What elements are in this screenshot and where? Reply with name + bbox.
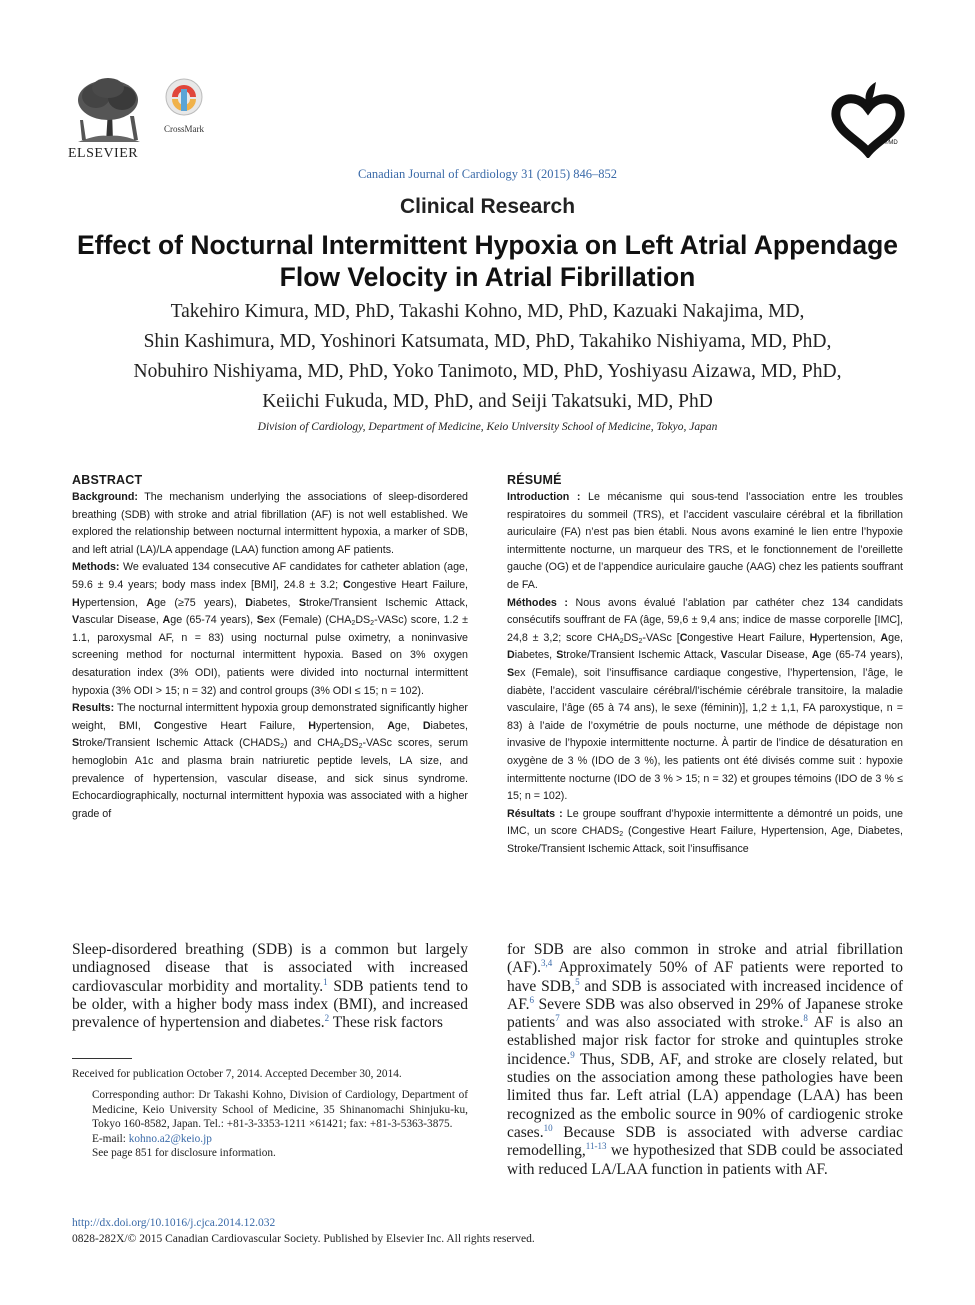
reference-link[interactable]: 8	[803, 1013, 808, 1024]
reference-link[interactable]: 7	[555, 1013, 560, 1024]
copyright-line: 0828-282X/© 2015 Canadian Cardiovascular…	[72, 1233, 535, 1245]
reference-link[interactable]: 1	[323, 976, 328, 987]
crossmark-logo[interactable]: CrossMark	[162, 77, 206, 134]
abstract-heading: ABSTRACT	[72, 473, 143, 487]
reference-link[interactable]: 6	[529, 994, 534, 1005]
corresponding-author-note: Corresponding author: Dr Takashi Kohno, …	[92, 1089, 468, 1131]
author-list: Takehiro Kimura, MD, PhD, Takashi Kohno,…	[60, 297, 915, 417]
reference-link[interactable]: 11-13	[585, 1141, 607, 1152]
email-link[interactable]: kohno.a2@keio.jp	[128, 1132, 212, 1145]
reference-link[interactable]: 2	[324, 1013, 330, 1024]
footnotes: Received for publication October 7, 2014…	[72, 1067, 468, 1160]
email-note: E-mail: kohno.a2@keio.jp	[92, 1132, 212, 1145]
body-column-right: for SDB are also common in stroke and at…	[507, 941, 904, 1178]
author-line: Nobuhiro Nishiyama, MD, PhD, Yoko Tanimo…	[133, 361, 842, 382]
reference-link[interactable]: 10	[543, 1122, 553, 1133]
crossmark-icon	[165, 78, 203, 116]
reference-link[interactable]: 3,4	[541, 958, 553, 969]
reference-link[interactable]: 5	[575, 976, 580, 987]
resume-resultats: Résultats : Le groupe souffrant d’hypoxi…	[507, 807, 903, 855]
author-line: Takehiro Kimura, MD, PhD, Takashi Kohno,…	[170, 301, 805, 322]
body-column-left: Sleep-disordered breathing (SDB) is a co…	[72, 941, 469, 1032]
journal-citation-link[interactable]: Canadian Journal of Cardiology 31 (2015)…	[358, 167, 617, 181]
section-label: Clinical Research	[399, 195, 576, 218]
elsevier-logo: ELSEVIER	[68, 76, 150, 162]
affiliation: Division of Cardiology, Department of Me…	[257, 421, 718, 433]
author-line: Keiichi Fukuda, MD, PhD, and Seiji Takat…	[262, 391, 713, 412]
abstract-methods: Methods: We evaluated 134 consecutive AF…	[72, 561, 468, 697]
resume-section: RÉSUMÉ Introduction : Le mécanisme qui s…	[507, 472, 903, 858]
article-title: Effect of Nocturnal Intermittent Hypoxia…	[76, 230, 899, 292]
elsevier-tree-icon	[68, 76, 148, 144]
resume-introduction: Introduction : Le mécanisme qui sous-ten…	[507, 491, 904, 591]
received-note: Received for publication October 7, 2014…	[72, 1068, 402, 1080]
reference-link[interactable]: 9	[570, 1049, 575, 1060]
elsevier-wordmark: ELSEVIER	[68, 146, 139, 161]
crossmark-wordmark: CrossMark	[164, 124, 204, 134]
doi-link[interactable]: http://dx.doi.org/10.1016/j.cjca.2014.12…	[72, 1217, 276, 1229]
ccs-society-logo: ®MD	[828, 78, 908, 160]
registered-mark: ®MD	[884, 140, 898, 146]
abstract-background: Background: The mechanism underlying the…	[72, 491, 468, 556]
abstract-results: Results: The nocturnal intermittent hypo…	[72, 702, 468, 820]
abstract-section: ABSTRACT Background: The mechanism under…	[72, 472, 468, 823]
resume-heading: RÉSUMÉ	[507, 473, 562, 487]
footnote-divider	[72, 1058, 132, 1059]
resume-methodes: Méthodes : Nous avons évalué l’ablation …	[507, 596, 903, 803]
author-line: Shin Kashimura, MD, Yoshinori Katsumata,…	[143, 331, 832, 352]
heart-leaf-icon	[831, 82, 905, 160]
disclosure-note: See page 851 for disclosure information.	[92, 1147, 276, 1160]
